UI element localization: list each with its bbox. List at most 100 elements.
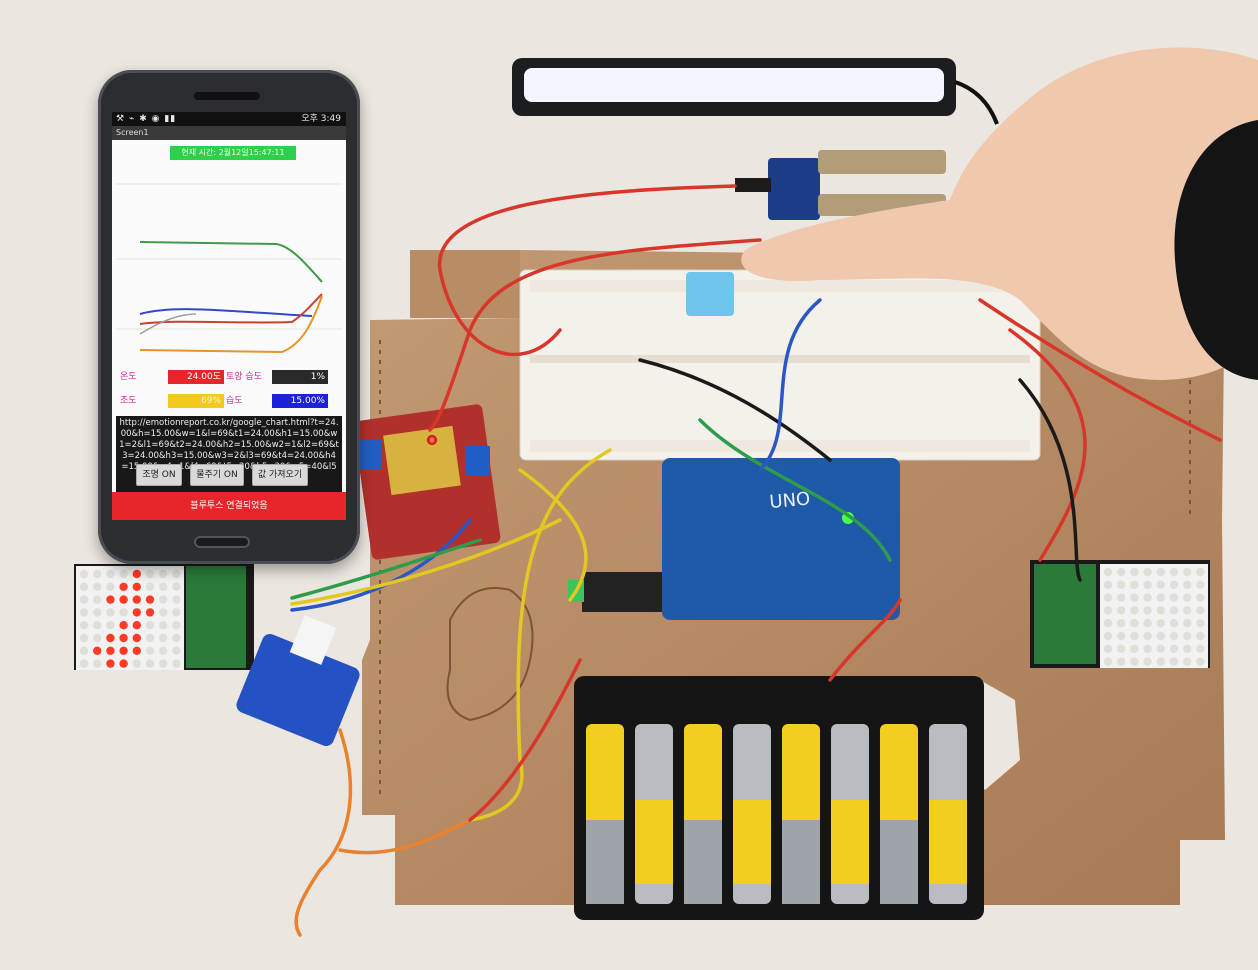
led-dot bbox=[79, 633, 89, 643]
led-dot bbox=[145, 633, 155, 643]
led-dot bbox=[1103, 657, 1113, 666]
led-dot bbox=[1169, 631, 1179, 641]
pointing-hand bbox=[741, 47, 1258, 380]
led-dot bbox=[1143, 619, 1152, 628]
soil-moisture-value: 1% bbox=[272, 370, 328, 384]
led-dot bbox=[106, 621, 115, 630]
led-dot bbox=[159, 633, 168, 643]
status-icons: ⚒ ⌁ ✱ ◉ ▮▮ bbox=[116, 114, 177, 124]
led-dot bbox=[1156, 619, 1166, 628]
led-dot bbox=[172, 659, 181, 668]
led-dot bbox=[1117, 606, 1126, 615]
led-dot bbox=[1117, 619, 1126, 628]
led-dot bbox=[1103, 644, 1113, 653]
led-dot bbox=[172, 608, 181, 617]
led-dot bbox=[132, 646, 141, 655]
led-dot bbox=[172, 621, 181, 630]
led-dot bbox=[132, 608, 141, 617]
led-dot bbox=[119, 646, 128, 655]
battery-cell bbox=[782, 724, 820, 904]
led-dot bbox=[1196, 606, 1205, 615]
led-dot bbox=[119, 659, 128, 668]
led-dot bbox=[119, 595, 128, 604]
motor-driver-board bbox=[353, 404, 501, 560]
led-dot bbox=[119, 633, 128, 643]
led-dot bbox=[79, 621, 89, 630]
chart-line-blue bbox=[139, 308, 313, 317]
led-dot bbox=[145, 659, 155, 668]
led-dot bbox=[79, 646, 89, 655]
led-dot bbox=[145, 621, 155, 630]
status-time: 오후 3:49 bbox=[301, 114, 341, 124]
led-dot bbox=[1156, 657, 1166, 666]
led-dot bbox=[145, 582, 155, 591]
led-dot bbox=[79, 595, 89, 604]
led-dot bbox=[159, 646, 168, 655]
led-dot bbox=[1196, 644, 1205, 653]
light-on-button[interactable]: 조명 ON bbox=[136, 464, 182, 486]
led-dot bbox=[106, 595, 115, 604]
led-dot bbox=[1103, 580, 1113, 589]
led-dot bbox=[1169, 567, 1179, 577]
led-dot bbox=[93, 621, 102, 630]
led-dot bbox=[1183, 644, 1192, 653]
home-button[interactable] bbox=[194, 536, 250, 548]
led-dot bbox=[1183, 606, 1192, 615]
sensor-chart bbox=[116, 183, 342, 354]
led-dot bbox=[1156, 606, 1166, 615]
led-matrix-right bbox=[1030, 560, 1210, 668]
led-dot bbox=[93, 633, 102, 643]
water-on-button[interactable]: 물주기 ON bbox=[190, 464, 244, 486]
led-dot bbox=[119, 582, 128, 591]
led-dot bbox=[1130, 644, 1139, 653]
led-dot bbox=[1117, 657, 1126, 666]
led-dot bbox=[1183, 619, 1192, 628]
led-dot bbox=[132, 582, 141, 591]
led-dot bbox=[159, 582, 168, 591]
led-dot bbox=[119, 569, 128, 579]
led-dot bbox=[172, 633, 181, 643]
led-dot bbox=[1117, 644, 1126, 653]
led-matrix-left-dots bbox=[79, 569, 181, 668]
led-dot bbox=[1169, 606, 1179, 615]
led-dot bbox=[1130, 619, 1139, 628]
led-dot bbox=[1196, 631, 1205, 641]
led-dot bbox=[1169, 580, 1179, 589]
led-dot bbox=[106, 608, 115, 617]
led-dot bbox=[106, 582, 115, 591]
status-bar: ⚒ ⌁ ✱ ◉ ▮▮ 오후 3:49 bbox=[112, 112, 346, 126]
led-dot bbox=[1196, 580, 1205, 589]
battery-cell bbox=[929, 724, 967, 904]
battery-pack bbox=[574, 676, 984, 920]
soil-moisture-label: 토양 습도 bbox=[226, 372, 262, 382]
led-dot bbox=[1196, 593, 1205, 602]
led-dot bbox=[1130, 593, 1139, 602]
led-dot bbox=[1196, 657, 1205, 666]
led-dot bbox=[93, 646, 102, 655]
led-dot bbox=[1183, 580, 1192, 589]
chart-line-gray bbox=[139, 313, 197, 335]
led-dot bbox=[119, 608, 128, 617]
phone-earpiece bbox=[194, 92, 260, 100]
app-title: Screen1 bbox=[112, 126, 346, 140]
battery-cell bbox=[733, 724, 771, 904]
led-dot bbox=[1117, 631, 1126, 641]
led-dot bbox=[93, 608, 102, 617]
led-dot bbox=[132, 621, 141, 630]
led-dot bbox=[1143, 631, 1152, 641]
led-dot bbox=[1156, 593, 1166, 602]
battery-cell bbox=[880, 724, 918, 904]
led-dot bbox=[106, 633, 115, 643]
led-dot bbox=[106, 659, 115, 668]
led-dot bbox=[79, 659, 89, 668]
led-dot bbox=[159, 608, 168, 617]
led-dot bbox=[1156, 580, 1166, 589]
led-matrix-right-dots bbox=[1103, 567, 1205, 666]
led-dot bbox=[1143, 657, 1152, 666]
led-dot bbox=[93, 659, 102, 668]
battery-cell bbox=[635, 724, 673, 904]
bluetooth-status: 블루투스 연결되었음 bbox=[112, 492, 346, 520]
fetch-values-button[interactable]: 값 가져오기 bbox=[252, 464, 308, 486]
led-dot bbox=[106, 646, 115, 655]
